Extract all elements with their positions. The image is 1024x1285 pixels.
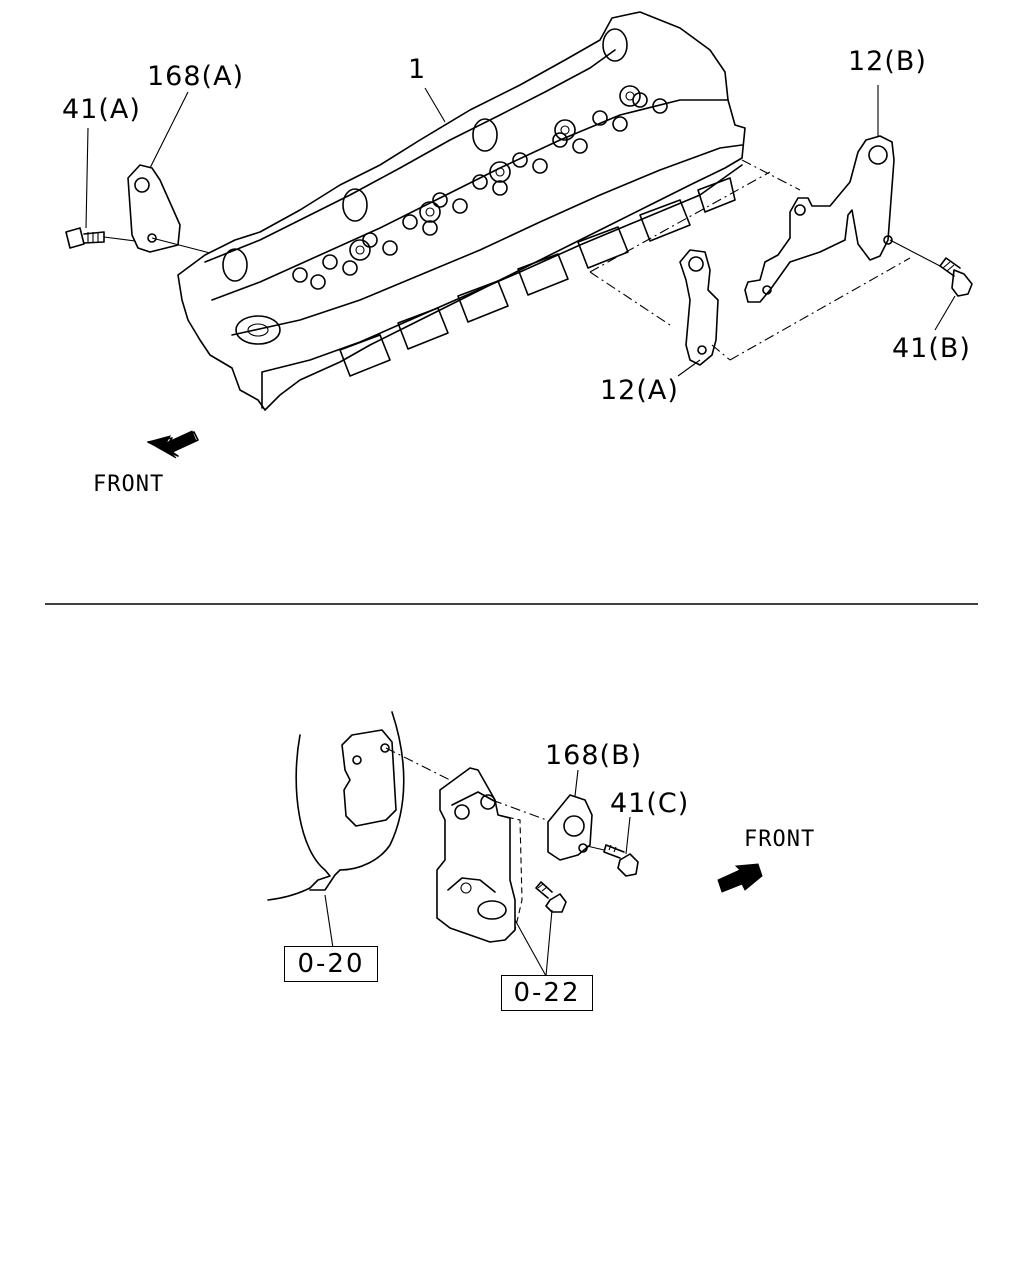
mount-pad-illustration [341, 729, 397, 827]
port-windows [339, 177, 736, 377]
gasket-12a-illustration [677, 249, 719, 377]
reference-label: 0-22 [513, 978, 581, 1008]
front-label-bottom: FRONT [744, 827, 816, 852]
mount-bolt-illustration [535, 881, 567, 913]
cylinder-head-illustration [177, 11, 746, 411]
bracket-168a-illustration [127, 91, 211, 254]
label-part-12a[interactable]: 12(A) [600, 375, 679, 406]
cam-journals [222, 28, 628, 345]
label-part-41a[interactable]: 41(A) [62, 94, 141, 125]
label-part-41c[interactable]: 41(C) [610, 788, 690, 819]
valve-holes [292, 85, 668, 290]
front-arrow-bottom [717, 863, 763, 893]
gasket-12b-illustration [744, 85, 895, 303]
label-part-1[interactable]: 1 [408, 54, 427, 85]
leaders-0-22 [514, 909, 553, 977]
reference-box-0-20[interactable]: 0-20 [284, 946, 378, 982]
bolt-41c-illustration [586, 816, 639, 877]
label-part-12b[interactable]: 12(B) [848, 46, 927, 77]
reference-box-0-22[interactable]: 0-22 [501, 975, 593, 1011]
assembly-lines-bottom [385, 747, 553, 823]
reference-label: 0-20 [297, 949, 365, 979]
label-part-168b[interactable]: 168(B) [545, 740, 643, 771]
bolt-41b-illustration [889, 239, 973, 331]
front-label-top: FRONT [93, 472, 165, 497]
front-arrow-top [146, 430, 199, 459]
housing-outline [267, 711, 405, 949]
bracket-168b-illustration [547, 769, 593, 861]
engine-bracket-illustration [436, 767, 523, 943]
label-part-168a[interactable]: 168(A) [147, 61, 245, 92]
bolt-41a-illustration [65, 127, 136, 249]
leader-1 [424, 87, 446, 123]
label-part-41b[interactable]: 41(B) [892, 333, 971, 364]
assembly-lines-top [589, 159, 911, 361]
